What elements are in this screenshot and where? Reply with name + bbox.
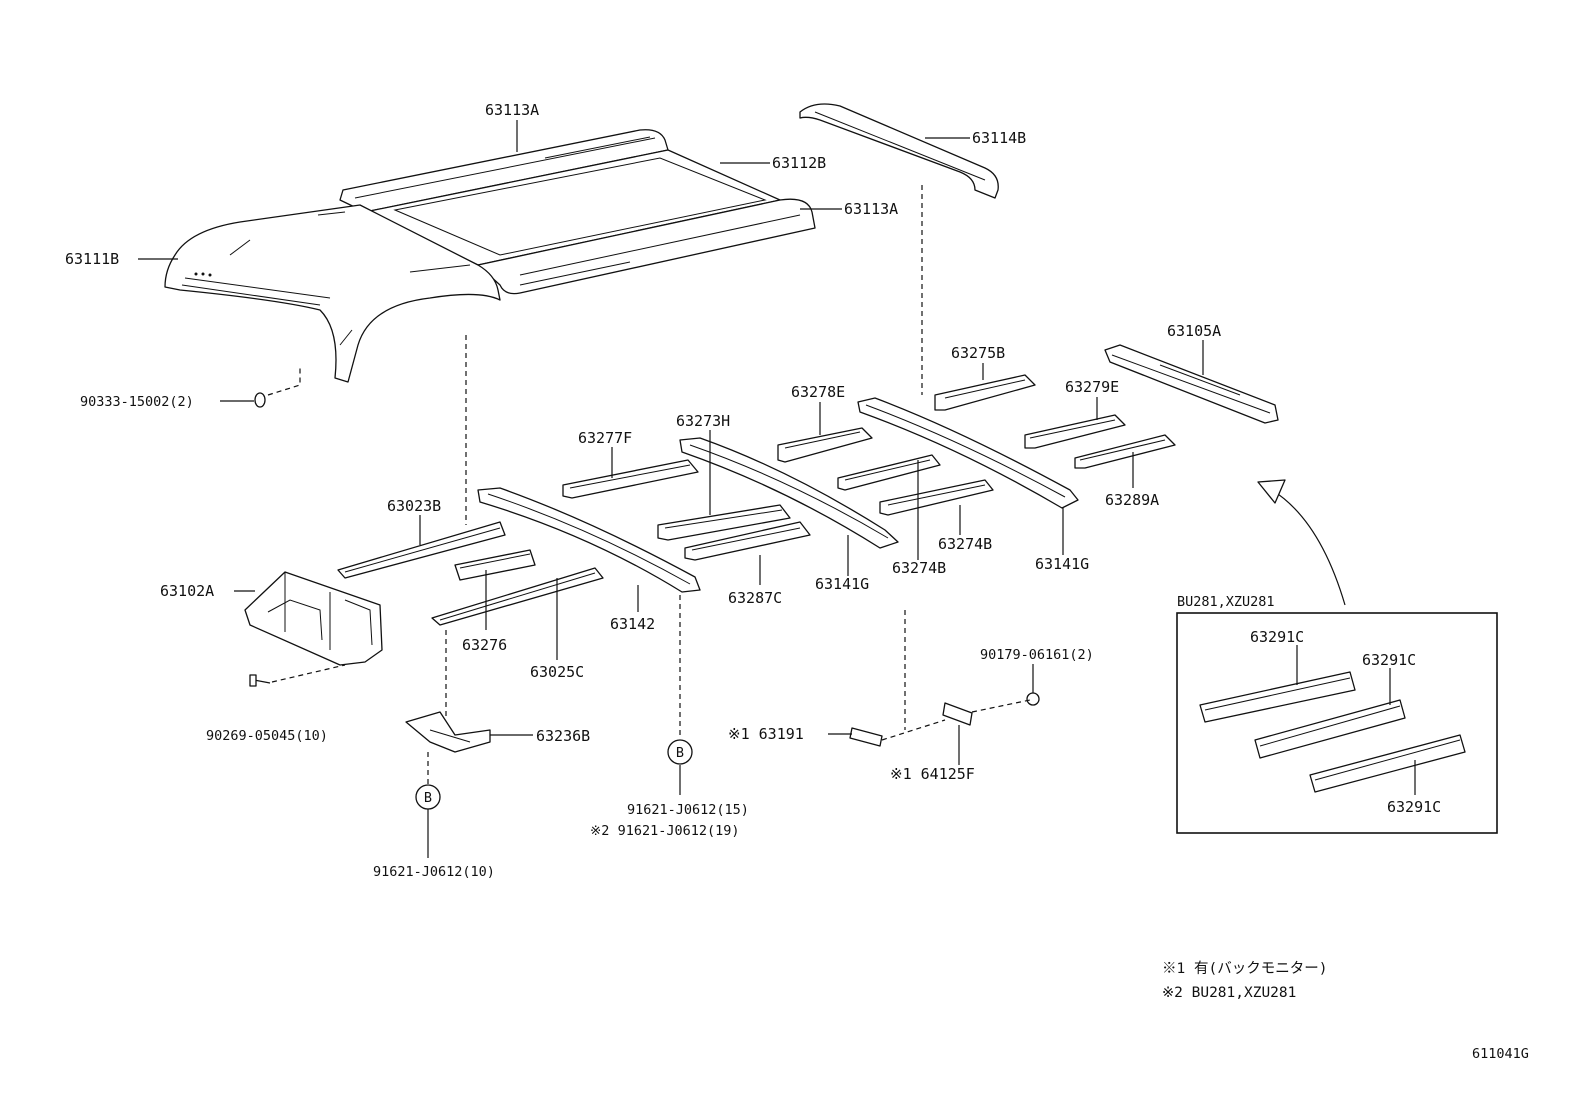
roof-reinforcement-63279e	[1024, 414, 1126, 449]
label-63273h: 63273H	[676, 412, 730, 430]
label-91621-j0612-19: ※2 91621-J0612(19)	[590, 823, 739, 839]
roof-front-panel	[164, 204, 501, 383]
roof-reinforcement-63275b	[934, 374, 1036, 411]
footnote-1: ※1 有(バックモニター)	[1162, 960, 1327, 977]
roof-reinforcement-63278e	[777, 427, 873, 463]
footnote-2: ※2 BU281,XZU281	[1162, 985, 1296, 1001]
reference-marker-b-2: B	[415, 784, 441, 810]
label-63287c: 63287C	[728, 589, 782, 607]
bracket-64125f	[942, 702, 973, 726]
roof-reinforcement-63277f	[562, 459, 699, 499]
label-63113a-right: 63113A	[844, 200, 898, 218]
label-63112b: 63112B	[772, 154, 826, 172]
footnotes: ※1 有(バックモニター) ※2 BU281,XZU281	[1162, 960, 1327, 1001]
label-91621-j0612-15: 91621-J0612(15)	[627, 802, 749, 818]
label-63278e: 63278E	[791, 383, 845, 401]
roof-reinforcement-63274b-a	[837, 454, 941, 491]
svg-text:B: B	[424, 790, 432, 806]
label-63113a-top: 63113A	[485, 101, 539, 119]
label-90333-15002: 90333-15002(2)	[80, 394, 194, 410]
label-63111b: 63111B	[65, 250, 119, 268]
rear-roof-bow	[1104, 344, 1279, 424]
label-63291c-b: 63291C	[1362, 651, 1416, 669]
label-63274b-b: 63274B	[892, 559, 946, 577]
label-63191: ※1 63191	[728, 725, 804, 743]
inset-rail-a	[1199, 671, 1356, 723]
label-90269-05045: 90269-05045(10)	[206, 728, 328, 744]
roof-side-panel-right	[477, 198, 816, 295]
label-63276: 63276	[462, 636, 507, 654]
label-63025c: 63025C	[530, 663, 584, 681]
label-63142: 63142	[610, 615, 655, 633]
inset-rail-c	[1309, 734, 1466, 793]
bracket-63236b	[405, 711, 491, 753]
roof-bow-63141g-rear	[857, 397, 1079, 509]
label-63102a: 63102A	[160, 582, 214, 600]
reference-marker-b-1: B	[667, 739, 693, 765]
label-63105a: 63105A	[1167, 322, 1221, 340]
figure-id: 611041G	[1472, 1046, 1529, 1062]
label-63279e: 63279E	[1065, 378, 1119, 396]
inset-frame	[1176, 612, 1498, 834]
label-91621-j0612-10: 91621-J0612(10)	[373, 864, 495, 880]
inset-rail-b	[1254, 699, 1406, 759]
clip-90333	[254, 392, 266, 408]
label-63236b: 63236B	[536, 727, 590, 745]
label-63275b: 63275B	[951, 344, 1005, 362]
roof-panel-assembly	[164, 129, 816, 383]
label-63141g-a: 63141G	[815, 575, 869, 593]
leader-lines	[138, 120, 1204, 858]
label-63023b: 63023B	[387, 497, 441, 515]
inset-title: BU281,XZU281	[1177, 594, 1275, 610]
roof-bow-63142-front	[477, 487, 701, 593]
label-90179-06161: 90179-06161(2)	[980, 647, 1094, 663]
roof-reinforcement-63287c	[684, 521, 811, 561]
svg-text:B: B	[676, 745, 684, 761]
variant-arrow	[1257, 479, 1346, 606]
label-63277f: 63277F	[578, 429, 632, 447]
roof-bow-63141g-middle	[679, 437, 899, 549]
roof-reinforcement-63276	[454, 549, 536, 581]
nut-90179	[1026, 692, 1040, 706]
screw-90269	[249, 674, 271, 687]
roof-reinforcement-63289a	[1074, 434, 1176, 469]
variant-inset: BU281,XZU281 63291C 63291C 63291C	[1176, 594, 1498, 834]
label-63141g-b: 63141G	[1035, 555, 1089, 573]
label-63274b-a: 63274B	[938, 535, 992, 553]
label-63114b: 63114B	[972, 129, 1026, 147]
alignment-lines	[267, 185, 1031, 788]
label-63291c-c: 63291C	[1387, 798, 1441, 816]
label-63289a: 63289A	[1105, 491, 1159, 509]
label-64125f: ※1 64125F	[890, 765, 975, 783]
roof-reinforcement-63274b-b	[879, 479, 994, 516]
label-63291c-a: 63291C	[1250, 628, 1304, 646]
part-number-labels: 63113A 63114B 63112B 63113A 63111B 90333…	[65, 101, 1221, 880]
plate-63191	[849, 727, 883, 747]
roof-rear-rail	[799, 103, 999, 199]
front-header-panel-63102a	[244, 571, 383, 666]
